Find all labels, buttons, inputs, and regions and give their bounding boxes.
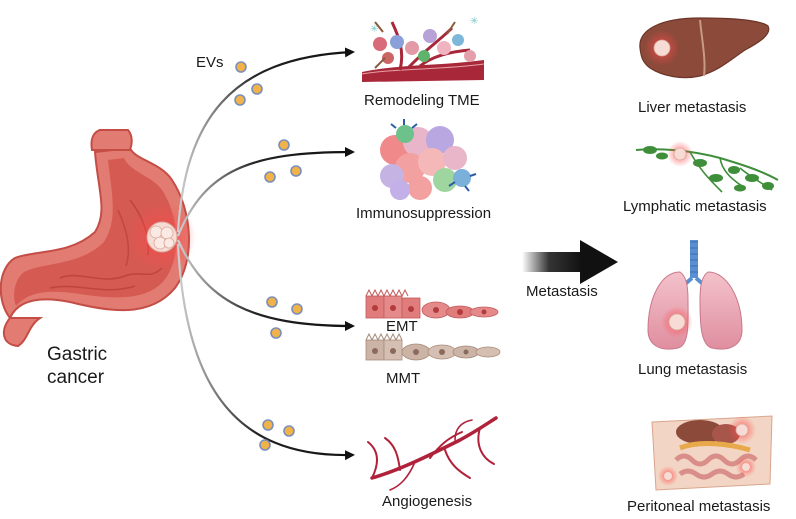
outcome-label-peri: Peritoneal metastasis: [627, 498, 771, 515]
arrow-to-emt: [176, 239, 355, 331]
stomach-icon: [0, 129, 190, 348]
effect-label-immuno: Immunosuppression: [356, 205, 492, 222]
effect-label-tme: Remodeling TME: [364, 92, 480, 109]
ev-particle-icon: [234, 94, 246, 106]
blood-vessel-icon: [367, 416, 498, 491]
source-title-line2: cancer: [47, 367, 105, 388]
ev-particles: [234, 61, 303, 451]
ev-particle-icon: [266, 296, 278, 308]
effect-label-angio: Angiogenesis: [382, 493, 473, 510]
ev-particle-icon: [262, 419, 274, 431]
effect-label-mmt: MMT: [386, 370, 421, 387]
effect-label-emt: EMT: [386, 318, 418, 335]
mesothelial-cells-icon: [365, 332, 501, 361]
ev-particle-icon: [291, 303, 303, 315]
big-arrow-icon: [522, 240, 618, 284]
epithelial-cells-icon: [365, 288, 499, 319]
svg-text:✳: ✳: [470, 16, 478, 27]
ev-particle-icon: [283, 425, 295, 437]
ev-particle-icon: [270, 327, 282, 339]
lung-icon: [647, 240, 743, 350]
metastasis-label: Metastasis: [526, 283, 598, 300]
lymph-node-icon: [635, 141, 779, 193]
ev-particle-icon: [235, 61, 247, 73]
ev-particle-icon: [264, 171, 276, 183]
liver-icon: [639, 17, 770, 79]
peritoneum-icon: [651, 415, 773, 491]
ev-particle-icon: [278, 139, 290, 151]
arrow-to-angio: [176, 243, 355, 461]
svg-text:✳: ✳: [370, 24, 378, 35]
outcome-label-liver: Liver metastasis: [638, 99, 747, 116]
outcome-label-lung: Lung metastasis: [638, 361, 748, 378]
effect-arrows: [176, 47, 355, 461]
ev-particle-icon: [251, 83, 263, 95]
arrow-to-tme: [176, 47, 355, 233]
tme-icon: ✳ ✳: [361, 10, 485, 84]
source-title-line1: Gastric: [47, 344, 108, 365]
ev-particle-icon: [290, 165, 302, 177]
tumor-icon: [128, 203, 196, 271]
arrow-to-immuno: [176, 147, 355, 237]
ev-particle-icon: [259, 439, 271, 451]
immune-cells-icon: [380, 119, 477, 200]
outcome-label-lymph: Lymphatic metastasis: [623, 198, 767, 215]
evs-label: EVs: [196, 54, 224, 71]
